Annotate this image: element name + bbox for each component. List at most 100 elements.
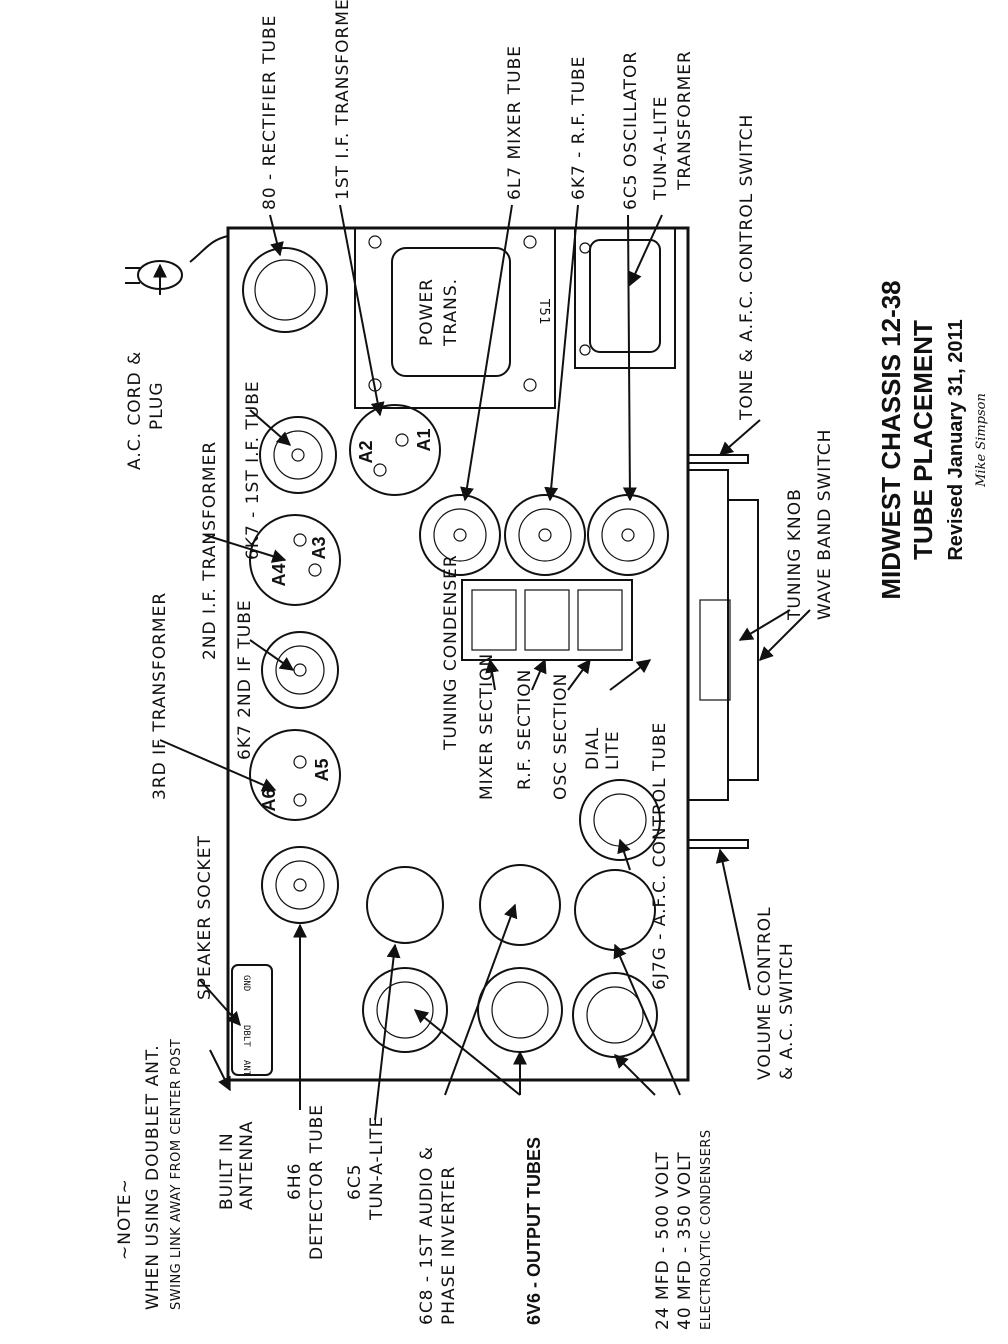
label-tuning-condenser: TUNING CONDENSER [441,554,461,751]
if-transformer-cans: A1 A2 A3 A4 A5 A6 [249,404,441,821]
mixer-section-plates [471,589,517,651]
screw-icon [579,344,591,356]
terminal-dblt: DBLT [241,1025,251,1047]
terminal-icon [293,793,307,807]
tube-sockets [259,416,669,924]
osc-section-plates [577,589,623,651]
terminal-icon [293,755,307,769]
can-2nd-if [249,514,341,606]
label-output-tubes: 6V6 - OUTPUT TUBES [524,1137,544,1325]
label-2nd-if-transformer: 2ND I.F. TRANSFORMER [200,441,220,660]
label-rf-section: R.F. SECTION [515,669,535,790]
ac-cord [189,235,229,263]
screw-icon [523,378,537,392]
screw-icon [523,235,537,249]
can-label-a4: A4 [269,563,289,586]
label-tunalite-tr-2: TRANSFORMER [675,50,695,191]
power-trans-label-1: POWER [417,278,437,346]
label-dial-lite-2: LITE [603,730,623,770]
terminal-gnd: GND [241,975,251,991]
label-cond-1: 24 MFD - 500 VOLT [653,1151,673,1330]
label-ac-cord-1: A.C. CORD & [125,351,145,470]
socket-rf-tube [504,494,586,576]
label-built-in-antenna-2: ANTENNA [237,1120,257,1210]
label-2nd-if-tube: 6K7 2ND IF TUBE [235,599,255,760]
tube-output-6v6-a [362,967,448,1053]
can-label-a2: A2 [356,440,376,463]
label-tone-switch: TONE & A.F.C. CONTROL SWITCH [737,114,757,421]
inner-labels: TUNING CONDENSER MIXER SECTION R.F. SECT… [441,554,670,990]
title-block: MIDWEST CHASSIS 12-38 TUBE PLACEMENT Rev… [876,280,989,599]
socket-oscillator-tube [587,494,669,576]
can-1st-if [349,404,441,496]
label-rf-tube: 6K7 - R.F. TUBE [569,56,589,200]
label-rectifier: 80 - RECTIFIER TUBE [260,15,280,210]
socket-afc-tube [579,779,661,861]
tunalite-core [589,239,661,353]
label-audio-1: 6C8 - 1ST AUDIO & [417,1146,437,1325]
label-detector-2: DETECTOR TUBE [307,1104,327,1260]
title-revised: Revised January 31, 2011 [945,319,967,560]
left-labels: ~NOTE~ WHEN USING DOUBLET ANT. SWING LIN… [115,1039,714,1330]
can-3rd-if [249,729,341,821]
label-dial-lite-1: DIAL [583,727,603,770]
power-trans-ts1: T51 [536,298,551,325]
label-osc-section: OSC SECTION [551,673,571,800]
label-volume-1: VOLUME CONTROL [755,906,775,1080]
label-tunalite-2: TUN-A-LITE [367,1116,387,1221]
tube-tunalite-6c5 [366,866,444,944]
label-mixer-tube: 6L7 MIXER TUBE [505,45,525,200]
note-line2: SWING LINK AWAY FROM CENTER POST [169,1039,184,1310]
title-line2: TUBE PLACEMENT [908,320,938,560]
rectifier-tube-glass [254,259,316,321]
can-label-a3: A3 [309,536,329,559]
socket-2nd-if-tube [261,631,339,709]
label-detector-1: 6H6 [285,1163,305,1200]
socket-1st-if-tube [259,416,337,494]
label-speaker-socket: SPEAKER SOCKET [195,835,215,1000]
terminal-ant: ANT [241,1060,251,1077]
terminal-icon [373,463,387,477]
leader-arrows [153,204,811,1121]
note-line1: WHEN USING DOUBLET ANT. [143,1044,163,1310]
label-3rd-if: 3RD IF TRANSFORMER [150,592,170,800]
tuning-condenser [461,579,633,661]
dial-scale [727,499,759,781]
label-volume-2: & A.C. SWITCH [777,942,797,1080]
label-tunalite-tr-1: TUN-A-LITE [651,96,671,201]
label-wave-band: WAVE BAND SWITCH [815,429,835,620]
power-transformer-core [391,247,511,377]
label-ac-cord-2: PLUG [147,382,167,431]
terminal-icon [293,533,307,547]
can-label-a5: A5 [312,758,332,781]
label-tunalite-1: 6C5 [345,1163,365,1200]
top-left-labels: SPEAKER SOCKET 3RD IF TRANSFORMER 6K7 2N… [125,0,835,1080]
can-label-a1: A1 [414,428,434,451]
power-transformer-plate [354,227,556,409]
rectifier-tube-socket [242,247,328,333]
tube-audio-6c8 [479,864,561,946]
electrolytic-cond-24mfd [574,869,656,951]
label-tuning-knob: TUNING KNOB [785,488,805,621]
tuning-knob-gear [699,599,731,701]
tone-switch-shaft [687,454,749,464]
ac-cord-plug [125,235,229,290]
terminal-strip [231,964,273,1076]
label-1st-if-tube: 6K7 - 1ST I.F. TUBE [243,380,263,560]
screw-icon [368,235,382,249]
label-oscillator: 6C5 OSCILLATOR [621,51,641,210]
dial-assembly [687,454,759,849]
dial-frame [687,469,729,801]
tube-output-6v6-b [477,967,563,1053]
rf-section-plates [524,589,570,651]
antenna-terminal-strip: ANT DBLT GND [231,964,273,1077]
can-label-a6: A6 [259,788,279,811]
label-cond-2: 40 MFD - 350 VOLT [675,1151,695,1330]
tunalite-plate [574,227,676,369]
terminal-icon [395,433,409,447]
power-trans-label-2: TRANS. [441,278,461,347]
label-built-in-antenna-1: BUILT IN [217,1132,237,1210]
terminal-icon [308,563,322,577]
label-1st-if-transformer: 1ST I.F. TRANSFORMER [333,0,353,200]
